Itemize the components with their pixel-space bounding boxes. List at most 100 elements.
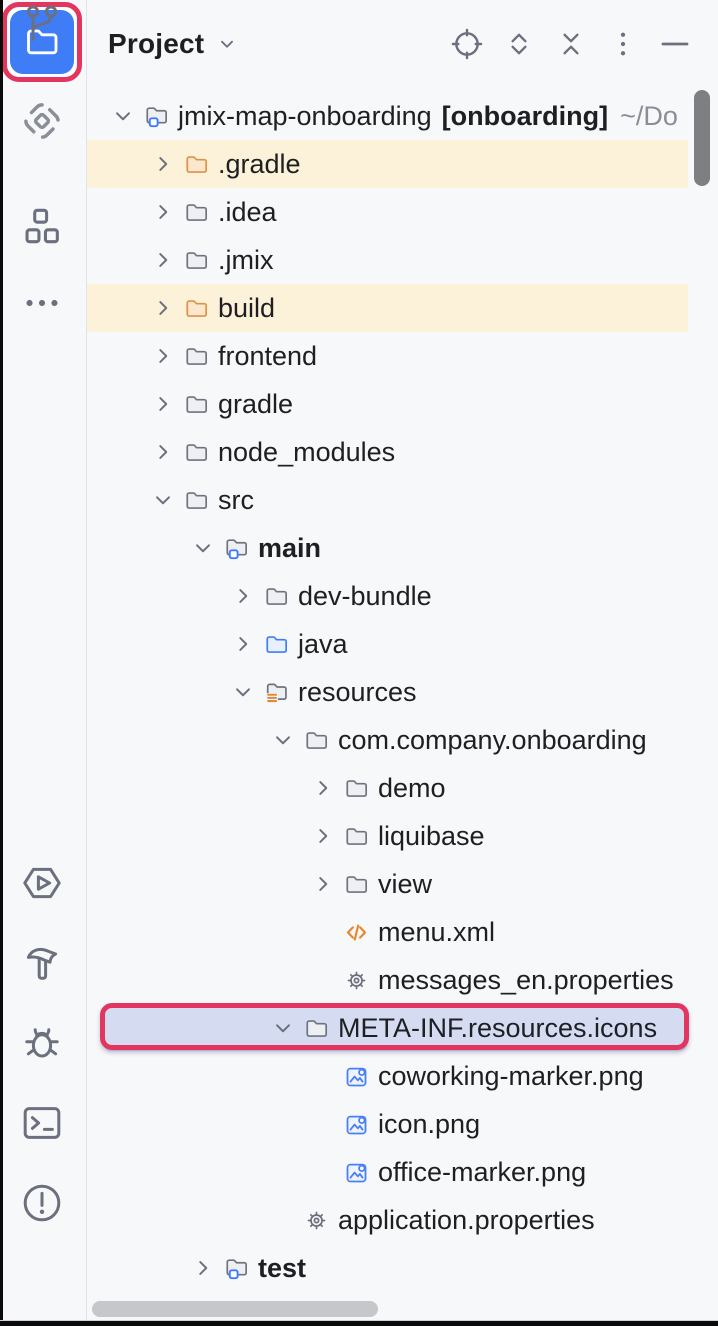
tree-row-label: test bbox=[258, 1252, 307, 1283]
tree-row-label: META-INF.resources.icons bbox=[338, 1012, 658, 1043]
expand-all-button[interactable] bbox=[496, 21, 542, 67]
tree-row--jmix[interactable]: .jmix bbox=[87, 236, 688, 284]
horizontal-scrollbar[interactable] bbox=[92, 1301, 378, 1317]
tree-row-liquibase[interactable]: liquibase bbox=[87, 812, 688, 860]
hammer-icon bbox=[26, 947, 58, 980]
run-tool-button[interactable] bbox=[18, 859, 66, 907]
locate-opened-file-button[interactable] bbox=[444, 21, 490, 67]
tree-row-office-marker-png[interactable]: office-marker.png bbox=[87, 1148, 688, 1196]
project-tool-button[interactable] bbox=[10, 10, 74, 74]
tree-row-gradle[interactable]: gradle bbox=[87, 380, 688, 428]
tree-row-icon-png[interactable]: icon.png bbox=[87, 1100, 688, 1148]
chevron-right-icon[interactable] bbox=[148, 341, 178, 371]
tree-row-label: application.properties bbox=[338, 1204, 595, 1235]
resources-folder-icon bbox=[263, 679, 290, 706]
more-tool-button[interactable] bbox=[18, 279, 66, 327]
tree-row-jmix-map-onboarding[interactable]: jmix-map-onboarding [onboarding] ~/Do bbox=[87, 92, 688, 140]
tree-row-dev-bundle[interactable]: dev-bundle bbox=[87, 572, 688, 620]
vertical-scrollbar[interactable] bbox=[694, 90, 710, 186]
terminal-tool-button[interactable] bbox=[18, 1099, 66, 1147]
terminal-icon bbox=[23, 1107, 61, 1139]
tree-row-demo[interactable]: demo bbox=[87, 764, 688, 812]
chevron-right-icon[interactable] bbox=[148, 149, 178, 179]
tree-row-label: .idea bbox=[218, 196, 277, 227]
tree-row-application-properties[interactable]: application.properties bbox=[87, 1196, 688, 1244]
chevron-right-icon[interactable] bbox=[148, 293, 178, 323]
tree-row-src[interactable]: src bbox=[87, 476, 688, 524]
folder-icon bbox=[183, 391, 210, 418]
chevron-slot bbox=[308, 1061, 338, 1091]
tree-row-frontend[interactable]: frontend bbox=[87, 332, 688, 380]
jmix-tool-button[interactable] bbox=[18, 97, 66, 145]
debug-tool-button[interactable] bbox=[18, 1019, 66, 1067]
chevron-right-icon[interactable] bbox=[308, 773, 338, 803]
folder-icon bbox=[303, 727, 330, 754]
structure-tool-button[interactable] bbox=[18, 202, 66, 250]
folder-icon bbox=[303, 1015, 330, 1042]
properties-file-icon bbox=[303, 1207, 330, 1234]
folder-orange-icon bbox=[183, 295, 210, 322]
chevron-slot bbox=[308, 1157, 338, 1187]
chevron-right-icon[interactable] bbox=[188, 1253, 218, 1283]
tree-row-java[interactable]: java bbox=[87, 620, 688, 668]
folder-icon bbox=[183, 199, 210, 226]
chevron-right-icon[interactable] bbox=[148, 389, 178, 419]
tool-window-title[interactable]: Project bbox=[108, 28, 205, 59]
hide-tool-window-button[interactable] bbox=[652, 21, 698, 67]
tree-row-coworking-marker-png[interactable]: coworking-marker.png bbox=[87, 1052, 688, 1100]
chevron-right-icon[interactable] bbox=[148, 197, 178, 227]
image-file-icon bbox=[343, 1159, 370, 1186]
chevron-right-icon[interactable] bbox=[228, 629, 258, 659]
tree-row-label: coworking-marker.png bbox=[378, 1060, 644, 1091]
chevron-down-icon[interactable] bbox=[188, 533, 218, 563]
collapse-all-button[interactable] bbox=[548, 21, 594, 67]
tree-row-node-modules[interactable]: node_modules bbox=[87, 428, 688, 476]
tree-row-label: dev-bundle bbox=[298, 580, 432, 611]
more-options-button[interactable] bbox=[600, 21, 646, 67]
chevron-right-icon[interactable] bbox=[148, 245, 178, 275]
image-file-icon bbox=[343, 1111, 370, 1138]
tree-row-label: jmix-map-onboarding bbox=[178, 100, 432, 131]
tree-row-com-company-onboarding[interactable]: com.company.onboarding bbox=[87, 716, 688, 764]
chevron-down-icon[interactable] bbox=[216, 33, 238, 55]
chevron-right-icon[interactable] bbox=[228, 581, 258, 611]
tree-row-resources[interactable]: resources bbox=[87, 668, 688, 716]
folder-orange-icon bbox=[183, 151, 210, 178]
locate-icon bbox=[451, 28, 483, 60]
tree-row-build[interactable]: build bbox=[87, 284, 688, 332]
version-control-tool-button[interactable] bbox=[18, 0, 66, 48]
tree-row-meta-inf-resources-icons[interactable]: META-INF.resources.icons bbox=[87, 1004, 688, 1052]
bug-icon bbox=[25, 1028, 59, 1058]
tree-row-label: resources bbox=[298, 676, 417, 707]
chevron-right-icon[interactable] bbox=[148, 437, 178, 467]
chevron-right-icon[interactable] bbox=[308, 821, 338, 851]
chevron-right-icon[interactable] bbox=[308, 869, 338, 899]
chevron-down-icon[interactable] bbox=[148, 485, 178, 515]
annotation-project-tool-button[interactable] bbox=[2, 2, 82, 82]
tree-row--idea[interactable]: .idea bbox=[87, 188, 688, 236]
folder-icon bbox=[183, 439, 210, 466]
tree-row--gradle[interactable]: .gradle bbox=[87, 140, 688, 188]
expand-all-icon bbox=[511, 33, 527, 55]
tree-row-view[interactable]: view bbox=[87, 860, 688, 908]
chevron-slot bbox=[308, 1109, 338, 1139]
tree-row-label: main bbox=[258, 532, 322, 563]
chevron-down-icon[interactable] bbox=[228, 677, 258, 707]
chevron-down-icon[interactable] bbox=[108, 101, 138, 131]
module-folder-icon bbox=[143, 103, 170, 130]
problems-tool-button[interactable] bbox=[18, 1179, 66, 1227]
tree-row-label: demo bbox=[378, 772, 446, 803]
tree-row-messages-en-properties[interactable]: messages_en.properties bbox=[87, 956, 688, 1004]
tool-window-header: Project bbox=[87, 0, 718, 88]
tree-row-label: menu.xml bbox=[378, 916, 496, 947]
tree-row-label: liquibase bbox=[378, 820, 485, 851]
tree-row-test[interactable]: test bbox=[87, 1244, 688, 1292]
run-hexagon-icon bbox=[23, 867, 61, 899]
tree-row-menu-xml[interactable]: menu.xml bbox=[87, 908, 688, 956]
chevron-down-icon[interactable] bbox=[268, 725, 298, 755]
tree-row-main[interactable]: main bbox=[87, 524, 688, 572]
tree-row-path: ~/Do bbox=[620, 100, 678, 131]
build-tool-button[interactable] bbox=[18, 939, 66, 987]
chevron-down-icon[interactable] bbox=[268, 1013, 298, 1043]
folder-icon bbox=[183, 247, 210, 274]
